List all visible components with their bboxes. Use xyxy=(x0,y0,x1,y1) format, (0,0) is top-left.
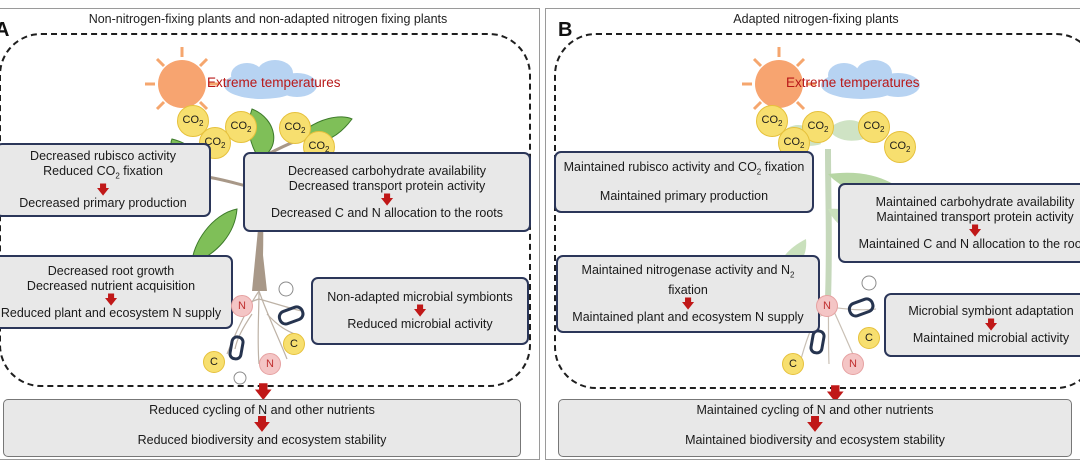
down-arrow-icon: 🡇 xyxy=(96,181,110,197)
cloud-icon xyxy=(821,60,920,99)
down-arrow-icon: 🡇 xyxy=(984,317,998,332)
nitrogen-circle: N xyxy=(231,295,253,317)
down-arrow-icon: 🡇 xyxy=(254,382,273,402)
carbon-circle: C xyxy=(858,327,880,349)
outcome-box: Maintained cycling of N and other nutrie… xyxy=(558,399,1072,457)
down-arrow-icon: 🡇 xyxy=(681,295,695,311)
panel-b: Adapted nitrogen-fixing plants B xyxy=(545,8,1080,460)
effect-box-carbohydrate: Decreased carbohydrate availability Decr… xyxy=(243,152,531,232)
microbe-icon xyxy=(809,275,877,355)
dashed-boundary xyxy=(554,33,1080,389)
down-arrow-icon: 🡇 xyxy=(806,415,824,434)
down-arrow-icon: 🡇 xyxy=(104,291,118,307)
carbon-circle: C xyxy=(283,333,305,355)
effect-box-root-growth: Decreased root growth Decreased nutrient… xyxy=(0,255,233,329)
cloud-icon xyxy=(224,60,317,99)
co2-bubble: CO2 xyxy=(884,131,916,163)
effect-box-photosynthesis: Maintained rubisco activity and CO2 fixa… xyxy=(554,151,814,213)
effect-box-nitrogenase: Maintained nitrogenase activity and N2 f… xyxy=(556,255,820,333)
panel-a: Non-nitrogen-fixing plants and non-adapt… xyxy=(0,8,540,460)
panel-b-title: Adapted nitrogen-fixing plants xyxy=(733,12,899,26)
effect-box-microbial: Non-adapted microbial symbionts 🡇 Reduce… xyxy=(311,277,529,345)
extreme-temperatures-label: Extreme temperatures xyxy=(786,75,920,90)
panel-a-label: A xyxy=(0,19,9,42)
carbon-circle: C xyxy=(782,353,804,375)
down-arrow-icon: 🡇 xyxy=(968,222,982,238)
down-arrow-icon: 🡇 xyxy=(380,191,394,207)
microbe-icon xyxy=(228,281,305,385)
carbon-circle: C xyxy=(203,351,225,373)
down-arrow-icon: 🡇 xyxy=(413,303,427,318)
co2-bubble: CO2 xyxy=(858,111,890,143)
effect-box-carbohydrate: Maintained carbohydrate availability Mai… xyxy=(838,183,1080,263)
nitrogen-circle: N xyxy=(842,353,864,375)
nitrogen-circle: N xyxy=(259,353,281,375)
extreme-temperatures-label: Extreme temperatures xyxy=(207,75,341,90)
effect-box-photosynthesis: Decreased rubisco activity Reduced CO2 f… xyxy=(0,143,211,217)
down-arrow-icon: 🡇 xyxy=(253,415,271,434)
outcome-box: Reduced cycling of N and other nutrients… xyxy=(3,399,521,457)
down-arrow-icon: 🡇 xyxy=(826,384,845,404)
panel-b-label: B xyxy=(558,19,573,41)
effect-box-microbial: Microbial symbiont adaptation 🡇 Maintain… xyxy=(884,293,1080,357)
nitrogen-circle: N xyxy=(816,295,838,317)
panel-a-title: Non-nitrogen-fixing plants and non-adapt… xyxy=(88,12,448,26)
